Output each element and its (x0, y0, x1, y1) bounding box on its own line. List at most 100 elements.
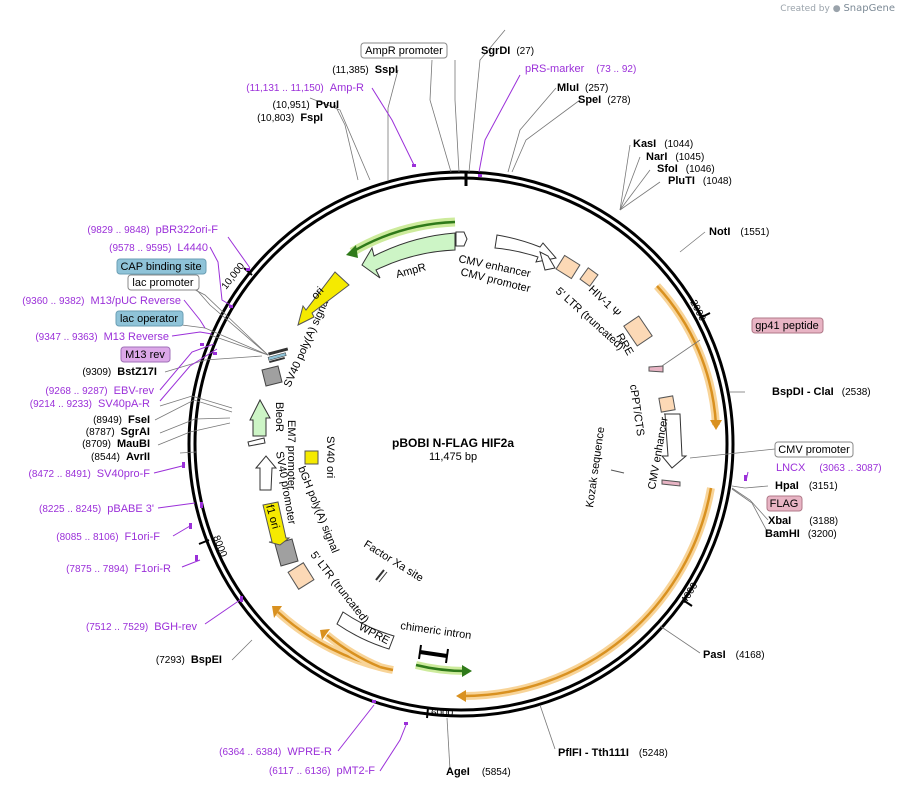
primer-bgh-rev: (7512 .. 7529)BGH-rev (86, 621, 198, 633)
svg-text:CAP binding site: CAP binding site (120, 261, 201, 273)
lower-orf-arc (461, 487, 713, 698)
box-ampr-promoter: AmpR promoter (360, 42, 448, 59)
cppt-feature (658, 395, 676, 413)
primer-pbr322ori-f: (9829 .. 9848)pBR322ori-F (87, 224, 218, 236)
gp41-feature (648, 365, 664, 373)
cmv-promoter-small (539, 251, 556, 271)
svg-text:lac promoter: lac promoter (132, 277, 193, 289)
chimeric-intron-bar (419, 650, 448, 658)
tick-4000 (682, 599, 693, 607)
svg-text:lac operator: lac operator (120, 313, 178, 325)
tick-10000 (243, 267, 253, 276)
primer-wpre-r: (6364 .. 6384)WPRE-R (219, 746, 332, 758)
primer-f1ori-r: (7875 .. 7894)F1ori-R (66, 563, 171, 575)
primer-pmt2-f: (6117 .. 6136)pMT2-F (269, 765, 375, 777)
site-pflfi-tth111i: PflFI - Tth111I(5248) (558, 747, 668, 759)
rre-feature (623, 315, 653, 347)
primer-m13-puc-reverse: (9360 .. 9382)M13/pUC Reverse (22, 295, 181, 307)
factor-xa-mark (375, 569, 385, 581)
primer-sv40pro-f: (8472 .. 8491)SV40pro-F (29, 468, 151, 480)
tick-label-10000: 10,000 (220, 261, 248, 292)
small-orange-arrowhead (320, 629, 330, 640)
sv40-ori-label: SV40 ori (324, 436, 336, 478)
site-sgrdi: SgrDI(27) (481, 45, 534, 57)
f1ori-feature (262, 501, 291, 546)
brand-prefix: Created by (780, 4, 830, 14)
tick-6000 (426, 707, 429, 719)
primer-ebv-rev: (9268 .. 9287)EBV-rev (45, 385, 154, 397)
box-m13-rev: M13 rev (120, 346, 171, 363)
ampr-label: AmpR (395, 261, 428, 281)
em7-feature (247, 437, 266, 447)
box-lac-promoter: lac promoter (127, 274, 200, 291)
right-orf-arrowhead (710, 420, 722, 430)
svg-text:FLAG: FLAG (770, 498, 799, 510)
ltr-5-bottom-label: 5' LTR (truncated) (308, 549, 371, 625)
primer-amp-r: (11,131 .. 11,150)Amp-R (246, 82, 364, 94)
sv40-polya-feature (261, 365, 283, 387)
primer-l4440: (9578 .. 9595)L4440 (109, 242, 208, 254)
snapgene-brand: Created by ● SnapGene (780, 3, 895, 14)
wpre-feature (336, 611, 395, 650)
cppt-label: cPPT/CTS (627, 384, 646, 437)
left-lower-arrowhead (272, 606, 282, 618)
plasmid-name: pBOBI N-FLAG HIF2a (392, 436, 514, 450)
tick-8000 (198, 539, 210, 545)
ampr-green-arrowhead (346, 245, 358, 258)
site-agei: AgeI(5854) (446, 766, 511, 778)
site-mlui: MluI(257) (557, 82, 608, 94)
cmv-enhancer-2-label: CMV enhancer (646, 416, 671, 491)
sv40-ori-feature (304, 450, 319, 465)
svg-text:gp41 peptide: gp41 peptide (755, 320, 819, 332)
tick-label-6000: 6000 (431, 708, 454, 719)
ampr-feature (361, 232, 456, 279)
small-feature-a (268, 347, 289, 356)
primer-labels: pRS-marker(73 .. 92) (11,131 .. 11,150)A… (22, 63, 881, 777)
site-bspdi-clai: BspDI - ClaI(2538) (772, 386, 871, 398)
snapgene-logo-icon: ● (832, 4, 841, 14)
primer-sv40pa-r: (9214 .. 9233)SV40pA-R (30, 398, 150, 410)
chimeric-intron-label: chimeric intron (400, 620, 473, 642)
bottom-green-arrowhead (462, 665, 472, 677)
ampr-promoter-feature (455, 231, 468, 247)
factor-xa-label: Factor Xa site (361, 538, 425, 584)
site-noti: NotI(1551) (709, 226, 769, 238)
ori-feature (297, 271, 350, 326)
box-cap-binding-site: CAP binding site (116, 258, 207, 275)
svg-text:AmpR promoter: AmpR promoter (365, 45, 443, 57)
tick-label-4000: 4000 (679, 581, 700, 606)
primer-pbabe-3: (8225 .. 8245)pBABE 3' (39, 503, 154, 515)
hiv-psi-feature (579, 267, 599, 287)
site-fspi: (10,803)FspI (257, 112, 323, 124)
orange-feature-arcs (272, 283, 722, 702)
bleor-feature (249, 398, 271, 437)
site-xbai: XbaI(3188) (768, 515, 838, 527)
tick-2000 (699, 312, 711, 319)
box-lac-operator: lac operator (115, 310, 184, 327)
right-orf-arc (656, 285, 718, 426)
svg-text:M13 rev: M13 rev (125, 349, 165, 361)
site-bspei: (7293)BspEI (156, 654, 222, 666)
primer-markers (182, 164, 747, 725)
site-spei: SpeI(278) (578, 94, 631, 106)
site-pasi: PasI(4168) (703, 649, 765, 661)
brand-name: SnapGene (843, 3, 895, 14)
em7-label: EM7 promoter (285, 420, 297, 490)
factor-xa-mark-2 (378, 571, 388, 583)
ltr-5-feature (555, 254, 581, 280)
bleor-label: BleoR (273, 402, 285, 432)
cmv-enhancer-2-feature (660, 413, 688, 469)
site-avrii: (8544)AvrII (91, 451, 150, 463)
site-sfoi: SfoI(1046) (657, 163, 715, 175)
svg-text:CMV promoter: CMV promoter (778, 444, 850, 456)
chimeric-intron-cap-r (445, 648, 449, 664)
small-feature-b (267, 352, 287, 361)
site-kasi: KasI(1044) (633, 138, 693, 150)
site-fsei: (8949)FseI (93, 414, 150, 426)
site-pvui: (10,951)PvuI (273, 99, 339, 111)
small-orange-arc (326, 634, 381, 669)
restriction-sites: SgrDI(27) MluI(257) SpeI(278) KasI(1044)… (82, 45, 871, 778)
connector-lines (154, 29, 776, 771)
primer-m13-reverse: (9347 .. 9363)M13 Reverse (35, 331, 169, 343)
plasmid-size: 11,475 bp (429, 451, 477, 463)
